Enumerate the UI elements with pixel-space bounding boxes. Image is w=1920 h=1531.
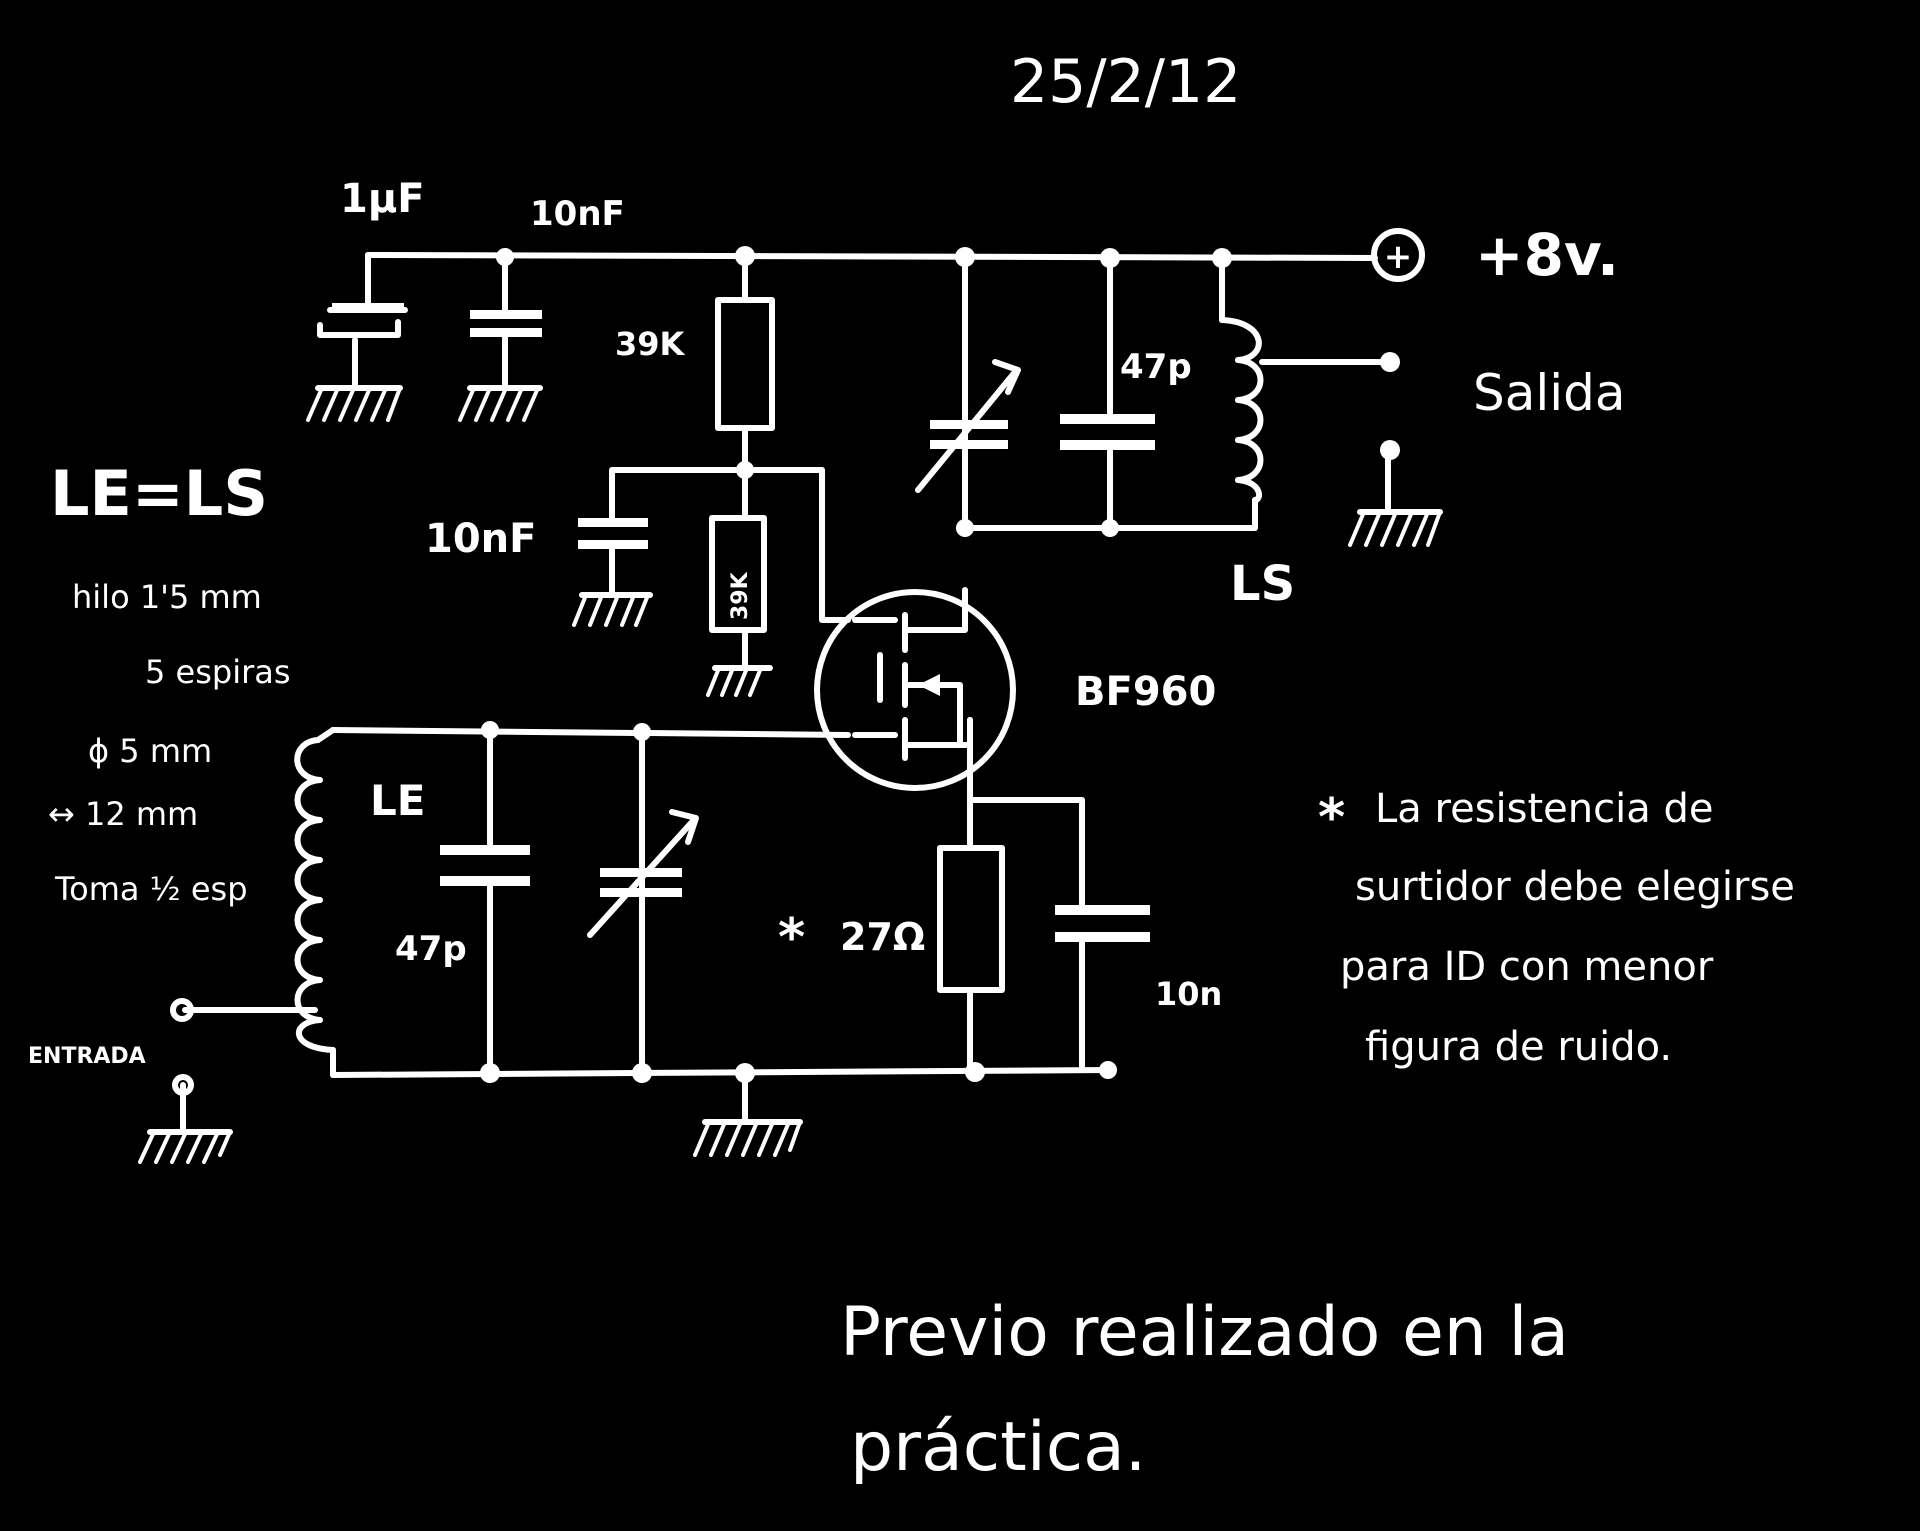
- output-ground-terminal: [1380, 440, 1400, 460]
- wire-ls-bottom: [1107, 497, 1258, 531]
- coil-notes: LE=LS hilo 1'5 mm 5 espiras ϕ 5 mm ↔ 12 …: [48, 457, 291, 908]
- supply-rail: [365, 252, 1378, 261]
- capacitor-10nf-top: [470, 310, 542, 337]
- r-bias-bottom-label: 39K: [728, 571, 753, 620]
- transistor-label: BF960: [1075, 669, 1216, 715]
- output-label: Salida: [1473, 364, 1626, 422]
- junction-dot: [735, 1063, 755, 1083]
- wire-gate1: [330, 727, 851, 738]
- source-note-asterisk: *: [1318, 788, 1345, 848]
- junction-dot: [1101, 519, 1119, 537]
- footer-line: práctica.: [850, 1408, 1146, 1487]
- mosfet-bf960: [814, 587, 1016, 791]
- wire-c-source-top: [967, 797, 1085, 908]
- capacitor-47p-in: [440, 845, 530, 886]
- inductor-ls: [1219, 317, 1264, 503]
- output-terminal: [1380, 352, 1400, 372]
- ground-symbol-main: [693, 1119, 803, 1157]
- r-source-label: 27Ω: [840, 915, 925, 959]
- ground-symbol-r-bias: [706, 665, 773, 697]
- capacitor-10nf-bias: [578, 518, 648, 549]
- terminals: +: [170, 228, 1425, 1096]
- junctions: [480, 246, 1232, 1083]
- trimmer-capacitor-in: [587, 809, 699, 938]
- footer-note: Previo realizado en la práctica.: [840, 1293, 1569, 1487]
- supply-terminal-symbol: +: [1384, 237, 1413, 277]
- junction-dot: [496, 248, 514, 266]
- wire-le-top: [315, 727, 336, 743]
- r-source-asterisk: *: [778, 908, 805, 968]
- ground-symbol-input: [138, 1129, 233, 1164]
- c-decouple-top-label: 10nF: [530, 194, 625, 234]
- trimmer-capacitor-out: [915, 359, 1021, 493]
- ground-symbol-c-bias: [572, 592, 653, 627]
- coil-note-tap: Toma ½ esp: [54, 870, 248, 908]
- input-label: ENTRADA: [28, 1044, 146, 1069]
- resistor-39k-top: [715, 297, 775, 431]
- capacitor-10n-source: [1055, 905, 1150, 942]
- junction-dot: [1100, 248, 1120, 268]
- junction-dot: [965, 1062, 985, 1082]
- coil-note-length: ↔ 12 mm: [48, 795, 198, 833]
- junction-dot: [632, 1063, 652, 1083]
- c-source-label: 10n: [1155, 975, 1222, 1013]
- date-label: 25/2/12: [1010, 47, 1241, 117]
- junction-dot: [481, 721, 499, 739]
- input-terminal: [170, 998, 194, 1022]
- junction-dot: [736, 461, 754, 479]
- capacitors: [317, 303, 1155, 942]
- junction-dot: [956, 519, 974, 537]
- ground-symbol-c10-top: [458, 385, 543, 422]
- c-in-tank-label: 47p: [395, 929, 467, 969]
- c-bias-label: 10nF: [425, 516, 536, 562]
- source-note-line: La resistencia de: [1375, 786, 1713, 832]
- ground-rail: [330, 1067, 1113, 1078]
- l-out-label: LS: [1230, 556, 1295, 612]
- junction-dot: [955, 247, 975, 267]
- r-bias-top-label: 39K: [615, 325, 686, 363]
- source-note-line: figura de ruido.: [1365, 1024, 1672, 1070]
- junction-dot: [735, 246, 755, 266]
- resistor-27-ohm: [937, 845, 1005, 993]
- resistor-39k-bottom: [709, 515, 767, 633]
- labels: 25/2/12 +8v. Salida ENTRADA 1µF 10nF 39K…: [28, 47, 1626, 1069]
- junction-dot: [1099, 1061, 1117, 1079]
- coil-note-diameter: ϕ 5 mm: [88, 732, 212, 770]
- coil-note-title: LE=LS: [50, 457, 268, 530]
- capacitor-47p-out: [1060, 414, 1155, 450]
- footer-line: Previo realizado en la: [840, 1293, 1569, 1372]
- l-in-label: LE: [370, 776, 425, 825]
- junction-dot: [480, 1063, 500, 1083]
- inductor-le: [294, 737, 336, 1053]
- supply-label: +8v.: [1475, 221, 1619, 289]
- wire-c-bias-top: [609, 467, 748, 523]
- c-bulk-label: 1µF: [340, 176, 425, 222]
- ground-symbol-c-bulk: [306, 385, 403, 422]
- junction-dot: [1212, 248, 1232, 268]
- source-note-line: para ID con menor: [1340, 944, 1714, 990]
- coil-note-turns: 5 espiras: [145, 653, 291, 691]
- source-note-line: surtidor debe elegirse: [1355, 864, 1795, 910]
- input-ground-terminal: [172, 1074, 194, 1096]
- ground-symbol-output: [1348, 509, 1443, 547]
- c-out-tank-label: 47p: [1120, 347, 1192, 387]
- supply-terminal: [1371, 228, 1425, 282]
- junction-dot: [633, 723, 651, 741]
- capacitor-1uf: [317, 303, 408, 338]
- source-note: * La resistencia de surtidor debe elegir…: [1318, 786, 1795, 1070]
- wire-gate2: [742, 467, 851, 623]
- coil-note-wire: hilo 1'5 mm: [72, 578, 262, 616]
